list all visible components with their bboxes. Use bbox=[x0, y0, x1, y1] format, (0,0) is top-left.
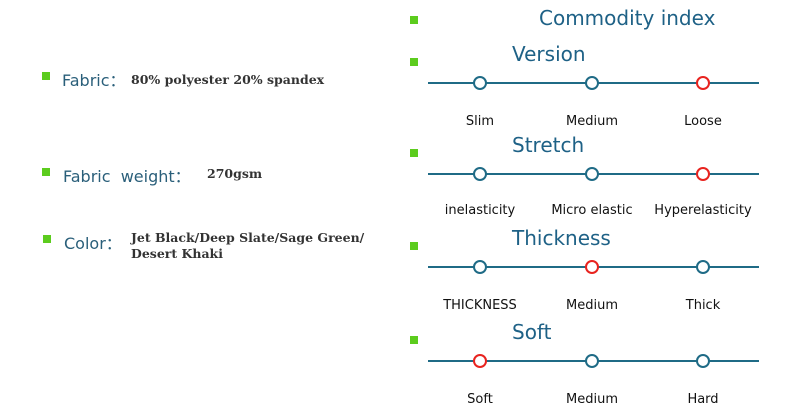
scale-option-label: Medium bbox=[566, 114, 618, 129]
scale-marker-icon bbox=[696, 354, 710, 368]
scale-marker-icon bbox=[473, 167, 487, 181]
scale-option-label: Hyperelasticity bbox=[654, 203, 752, 218]
scale-title: Thickness bbox=[512, 226, 611, 250]
bullet-icon bbox=[43, 235, 51, 243]
bullet-icon bbox=[410, 16, 418, 24]
bullet-icon bbox=[42, 72, 50, 80]
scale-marker-icon bbox=[473, 260, 487, 274]
scale-option-label: Slim bbox=[465, 114, 495, 129]
selected-marker-icon bbox=[696, 167, 710, 181]
scale-marker-icon bbox=[473, 76, 487, 90]
bullet-icon bbox=[42, 168, 50, 176]
scale-option-label: inelasticity bbox=[444, 203, 516, 218]
scale-option-label: THICKNESS bbox=[443, 298, 517, 313]
bullet-icon bbox=[410, 58, 418, 66]
spec-label: Fabric： bbox=[62, 71, 126, 90]
scale-option-label: Medium bbox=[566, 392, 618, 407]
spec-value: 80% polyester 20% spandex bbox=[131, 72, 325, 87]
scale-option-label: Thick bbox=[685, 298, 721, 313]
selected-marker-icon bbox=[696, 76, 710, 90]
scale-option-label: Medium bbox=[566, 298, 618, 313]
spec-label: Fabric weight： bbox=[63, 167, 191, 186]
spec-value: Jet Black/Deep Slate/Sage Green/ Desert … bbox=[131, 230, 365, 261]
selected-marker-icon bbox=[473, 354, 487, 368]
spec-label: Color： bbox=[64, 234, 122, 253]
spec-value: 270gsm bbox=[207, 166, 263, 181]
bullet-icon bbox=[410, 149, 418, 157]
scale-title: Version bbox=[512, 42, 586, 66]
scale-title: Stretch bbox=[512, 133, 585, 157]
scale-option-label: Soft bbox=[467, 392, 493, 407]
scale-marker-icon bbox=[585, 354, 599, 368]
bullet-icon bbox=[410, 336, 418, 344]
selected-marker-icon bbox=[585, 260, 599, 274]
scale-option-label: Hard bbox=[687, 392, 719, 407]
scale-option-label: Micro elastic bbox=[551, 203, 633, 218]
scale-option-label: Loose bbox=[684, 114, 722, 129]
scale-marker-icon bbox=[696, 260, 710, 274]
commodity-index-title: Commodity index bbox=[539, 6, 716, 30]
bullet-icon bbox=[410, 242, 418, 250]
scale-marker-icon bbox=[585, 167, 599, 181]
scale-title: Soft bbox=[512, 320, 552, 344]
scale-marker-icon bbox=[585, 76, 599, 90]
